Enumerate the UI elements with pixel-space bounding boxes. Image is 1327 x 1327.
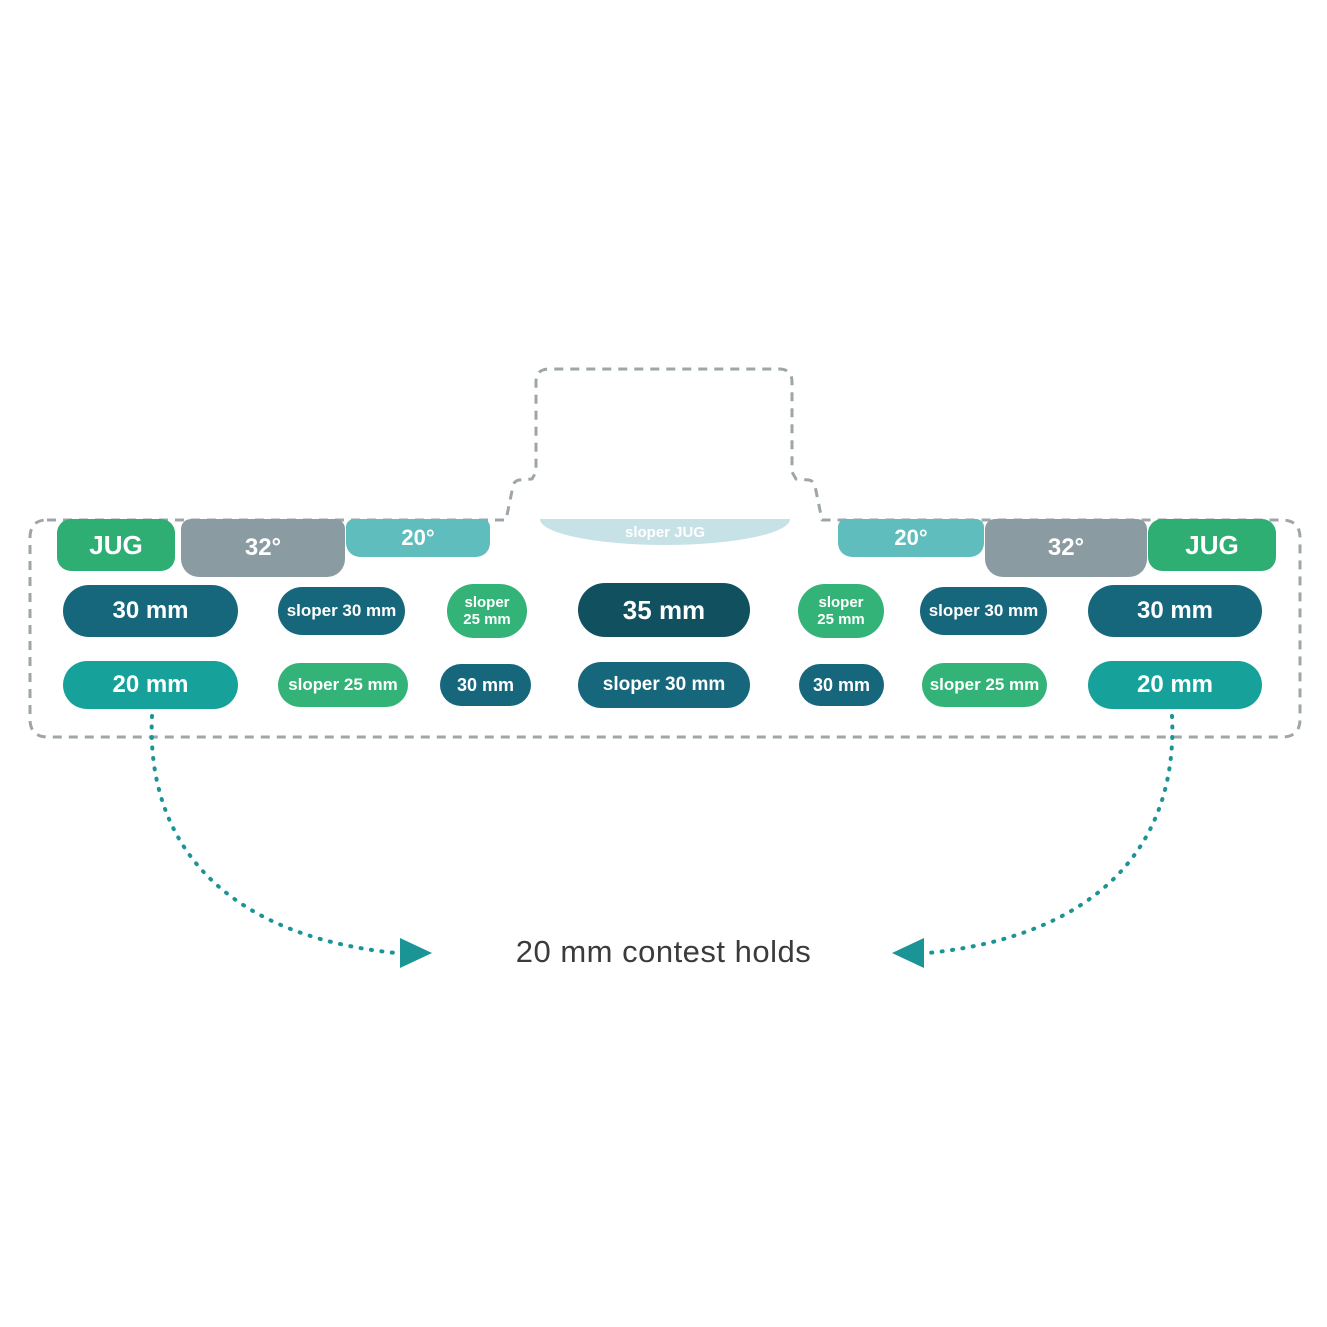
hold-sloper25-bottom-left: sloper 25 mm — [278, 663, 408, 707]
right-arrowhead-icon — [892, 938, 924, 968]
left-arrowhead-icon — [400, 938, 432, 968]
hold-35mm-center: 35 mm — [578, 583, 750, 637]
hold-20deg-left: 20° — [346, 519, 490, 557]
hold-20deg-right: 20° — [838, 519, 984, 557]
hold-sloper30-mid-left: sloper 30 mm — [278, 587, 405, 635]
hold-sloper25-mid-left: sloper 25 mm — [447, 584, 527, 638]
hold-sloper25-mid-right: sloper 25 mm — [798, 584, 884, 638]
hold-30mm-mid-left: 30 mm — [63, 585, 238, 637]
contest-holds-caption: 20 mm contest holds — [515, 934, 812, 969]
hold-jug-left: JUG — [57, 519, 175, 571]
right-contest-arrow — [926, 714, 1175, 955]
hold-32deg-right: 32° — [985, 519, 1147, 577]
hold-32deg-left: 32° — [181, 519, 345, 577]
hold-30mm-mid-right: 30 mm — [1088, 585, 1262, 637]
left-contest-arrow — [149, 714, 398, 955]
hold-30mm-bottom-right: 30 mm — [799, 664, 884, 706]
hold-sloper30-mid-right: sloper 30 mm — [920, 587, 1047, 635]
hold-sloper25-bottom-right: sloper 25 mm — [922, 663, 1047, 707]
hold-20mm-bottom-left: 20 mm — [63, 661, 238, 709]
hold-jug-right: JUG — [1148, 519, 1276, 571]
board-outline — [28, 367, 1302, 739]
hold-20mm-bottom-right: 20 mm — [1088, 661, 1262, 709]
hold-sloper30-bottom-center: sloper 30 mm — [578, 662, 750, 708]
hold-30mm-bottom-left: 30 mm — [440, 664, 531, 706]
